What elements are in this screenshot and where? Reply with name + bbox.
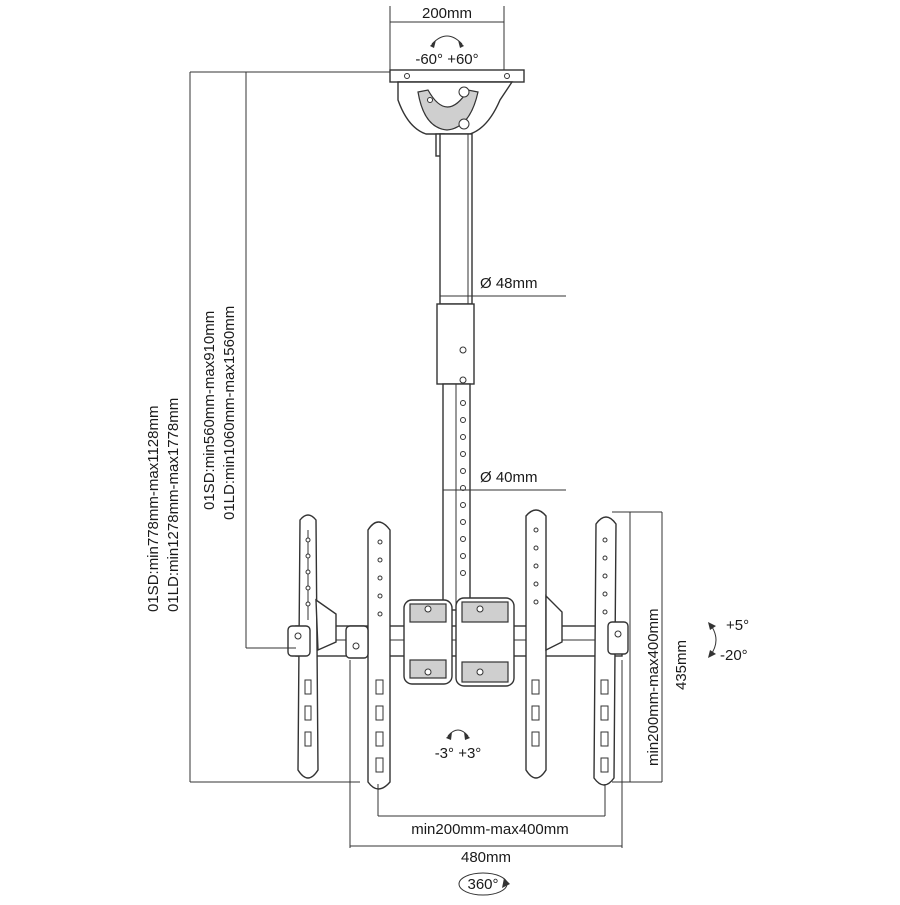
arm-width-dimension: 480mm bbox=[349, 660, 623, 866]
vesa-horizontal-label: min200mm-max400mm bbox=[411, 821, 569, 838]
ceiling-plate bbox=[389, 69, 525, 157]
vesa-horizontal-dimension: min200mm-max400mm bbox=[377, 784, 606, 838]
lower-tube bbox=[442, 383, 471, 611]
top-rotation-label: -60° +60° bbox=[415, 51, 478, 68]
top-rotation-indicator: -60° +60° bbox=[415, 35, 479, 68]
bracket-height-label: 435mm bbox=[673, 640, 690, 690]
inner-height-dimension: 01SD:min560mm-max910mm 01LD:min1060mm-ma… bbox=[201, 72, 296, 649]
vesa-vertical-dimension: min200mm-max400mm 435mm bbox=[612, 511, 690, 783]
lower-tube-diameter-dimension: Ø 40mm bbox=[443, 469, 566, 491]
tilt-indicator: +5° -20° bbox=[708, 617, 749, 664]
arm-width-label: 480mm bbox=[461, 849, 511, 866]
right-bracket-pair bbox=[525, 509, 629, 786]
outer-height-label: 01SD:min778mm-max1128mm bbox=[145, 406, 162, 612]
upper-tube bbox=[436, 133, 475, 385]
center-clamp bbox=[403, 597, 515, 687]
tilt-up-label: +5° bbox=[726, 617, 749, 634]
outer-height-dimension: 01SD:min778mm-max1128mm 01LD:min1278mm-m… bbox=[145, 71, 390, 783]
left-bracket-pair bbox=[287, 514, 391, 790]
upper-tube-diameter-dimension: Ø 48mm bbox=[440, 275, 566, 297]
tilt-down-label: -20° bbox=[720, 647, 748, 664]
top-width-label: 200mm bbox=[422, 5, 472, 22]
top-width-dimension: 200mm bbox=[389, 5, 505, 70]
vesa-vertical-label: min200mm-max400mm bbox=[645, 608, 662, 766]
level-adjust-label: -3° +3° bbox=[435, 745, 482, 762]
inner-height-ld-label: 01LD:min1060mm-max1560mm bbox=[221, 306, 238, 520]
lower-tube-diameter-label: Ø 40mm bbox=[480, 469, 538, 486]
outer-height-ld-label: 01LD:min1278mm-max1778mm bbox=[165, 398, 182, 612]
level-adjust-indicator: -3° +3° bbox=[435, 729, 482, 762]
inner-height-label: 01SD:min560mm-max910mm bbox=[201, 311, 218, 510]
swivel-indicator: 360° bbox=[458, 872, 510, 896]
upper-tube-diameter-label: Ø 48mm bbox=[480, 275, 538, 292]
swivel-label: 360° bbox=[467, 876, 498, 893]
